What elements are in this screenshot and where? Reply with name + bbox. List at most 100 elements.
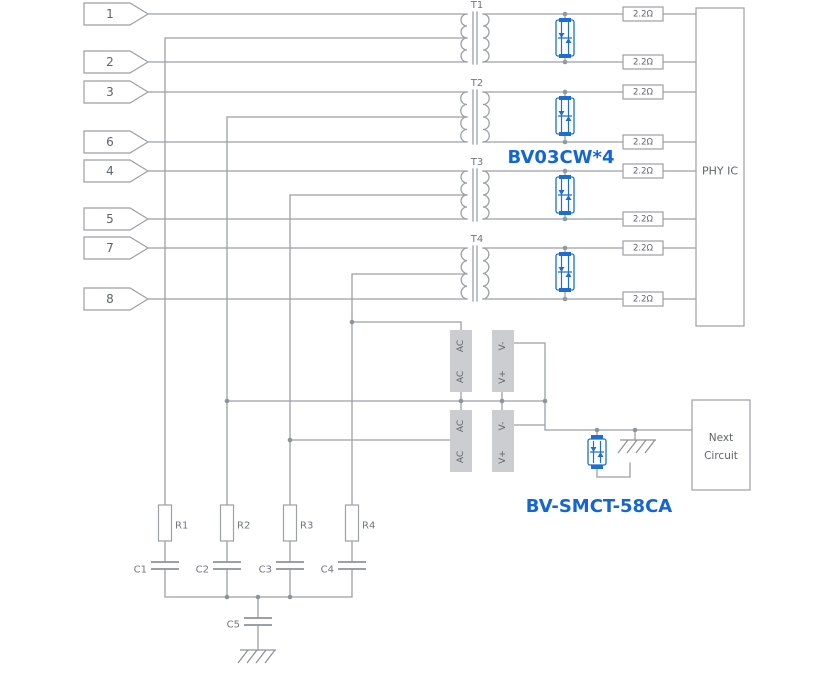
transformer-t3: T3 bbox=[460, 157, 490, 222]
tvs-terminal bbox=[559, 211, 571, 215]
tvs-arrays: BV03CW*4 bbox=[508, 13, 615, 300]
r4-resistor bbox=[344, 504, 360, 542]
bridge-ac-pad bbox=[450, 330, 472, 392]
c4-capacitor bbox=[338, 561, 366, 570]
pin-label: 3 bbox=[106, 85, 114, 99]
tvs-terminal bbox=[559, 96, 571, 100]
center-tap-buses bbox=[164, 37, 468, 506]
tvs-terminal bbox=[559, 252, 571, 256]
r1-resistor bbox=[157, 504, 173, 542]
secondary-coil bbox=[482, 170, 490, 220]
r3-label: R3 bbox=[300, 521, 313, 532]
bridge-2: AC AC V- V+ bbox=[450, 410, 514, 472]
pad-label-v-minus: V- bbox=[498, 342, 508, 351]
chassis-ground-icon bbox=[617, 439, 656, 454]
pin-label: 4 bbox=[106, 164, 114, 178]
pin-5: 5 bbox=[83, 207, 150, 231]
pin-3: 3 bbox=[83, 80, 150, 104]
secondary-coil bbox=[482, 13, 490, 63]
junction-dot bbox=[499, 398, 505, 404]
resistor-value: 2.2Ω bbox=[633, 295, 654, 305]
r2-resistor bbox=[219, 504, 235, 542]
resistor-value: 2.2Ω bbox=[633, 244, 654, 254]
next-circuit: Next Circuit bbox=[691, 399, 751, 491]
resistor-box bbox=[622, 291, 664, 307]
tvs-terminal bbox=[559, 288, 571, 292]
tvs-array-2 bbox=[555, 91, 575, 143]
r4-label: R4 bbox=[362, 521, 375, 532]
junction-dot bbox=[224, 594, 230, 600]
series-resistor-6: 2.2Ω bbox=[622, 211, 664, 227]
r2-label: R2 bbox=[237, 521, 250, 532]
next-circuit-label-line2: Circuit bbox=[704, 450, 738, 462]
next-circuit-box bbox=[691, 399, 751, 491]
c2-label: C2 bbox=[196, 565, 209, 576]
pin-label: 7 bbox=[106, 241, 114, 255]
bridge-v-pad bbox=[492, 330, 514, 392]
resistor-value: 2.2Ω bbox=[633, 58, 654, 68]
pin-shape bbox=[83, 2, 150, 26]
pin-shape bbox=[83, 130, 150, 154]
secondary-coil bbox=[482, 247, 490, 300]
junction-dot bbox=[224, 398, 230, 404]
grounds bbox=[237, 439, 656, 664]
phy-ic-label: PHY IC bbox=[702, 165, 738, 178]
part-label-bv03cw: BV03CW*4 bbox=[508, 147, 615, 168]
tvs-array-1 bbox=[555, 13, 575, 63]
tvs-terminal bbox=[559, 175, 571, 179]
series-resistor-4: 2.2Ω bbox=[622, 134, 664, 150]
c4-label: C4 bbox=[321, 565, 334, 576]
core-lines bbox=[472, 168, 478, 222]
junction-dot bbox=[287, 437, 293, 443]
series-resistor-5: 2.2Ω bbox=[622, 163, 664, 179]
primary-coil bbox=[460, 247, 468, 300]
series-resistor-1: 2.2Ω bbox=[622, 6, 664, 22]
core-lines bbox=[472, 245, 478, 302]
pin-label: 2 bbox=[106, 55, 114, 69]
resistor-box bbox=[622, 240, 664, 256]
c1-label: C1 bbox=[134, 565, 147, 576]
junction-dot bbox=[542, 398, 548, 404]
tvs-terminal bbox=[559, 18, 571, 22]
pin-shape bbox=[83, 287, 150, 311]
series-resistor-3: 2.2Ω bbox=[622, 84, 664, 100]
pin-label: 8 bbox=[106, 292, 114, 306]
resistor-box bbox=[622, 54, 664, 70]
resistor-box bbox=[622, 84, 664, 100]
core-lines bbox=[472, 11, 478, 65]
resistor-value: 2.2Ω bbox=[633, 88, 654, 98]
c2-capacitor bbox=[213, 561, 241, 570]
tvs-terminal bbox=[591, 465, 603, 469]
resistor-box bbox=[622, 6, 664, 22]
pin-6: 6 bbox=[83, 130, 150, 154]
part-label-bv-smct: BV-SMCT-58CA bbox=[526, 496, 673, 517]
pin-shape bbox=[83, 50, 150, 74]
pin-label: 5 bbox=[106, 212, 114, 226]
primary-coil bbox=[460, 13, 468, 63]
termination-network: R1 R2 R3 R4 C1 C2 C3 C4 C5 bbox=[134, 504, 375, 631]
pad-label-ac: AC bbox=[456, 451, 466, 463]
tvs-diode-triangles bbox=[558, 33, 572, 43]
pad-label-v-minus: V- bbox=[498, 422, 508, 431]
pad-label-ac: AC bbox=[456, 371, 466, 383]
pin-8: 8 bbox=[83, 287, 150, 311]
phy-ic-box bbox=[695, 7, 745, 327]
transformer-label: T3 bbox=[470, 157, 483, 168]
resistor-value: 2.2Ω bbox=[633, 138, 654, 148]
pin-wires bbox=[147, 13, 468, 300]
resistor-box bbox=[622, 211, 664, 227]
pin-1: 1 bbox=[83, 2, 150, 26]
pin-shape bbox=[83, 159, 150, 183]
transformer-label: T4 bbox=[470, 234, 483, 245]
tvs-array-3 bbox=[555, 170, 575, 220]
tvs-diode-triangles bbox=[590, 447, 604, 457]
c3-label: C3 bbox=[259, 565, 272, 576]
c5-capacitor bbox=[244, 617, 272, 626]
phy-ic: PHY IC bbox=[695, 7, 745, 327]
c1-capacitor bbox=[151, 561, 179, 570]
tvs-terminal bbox=[591, 435, 603, 439]
resistor-box bbox=[622, 134, 664, 150]
tvs-terminal bbox=[559, 54, 571, 58]
resistor-box bbox=[622, 163, 664, 179]
next-circuit-label-line1: Next bbox=[709, 432, 733, 444]
